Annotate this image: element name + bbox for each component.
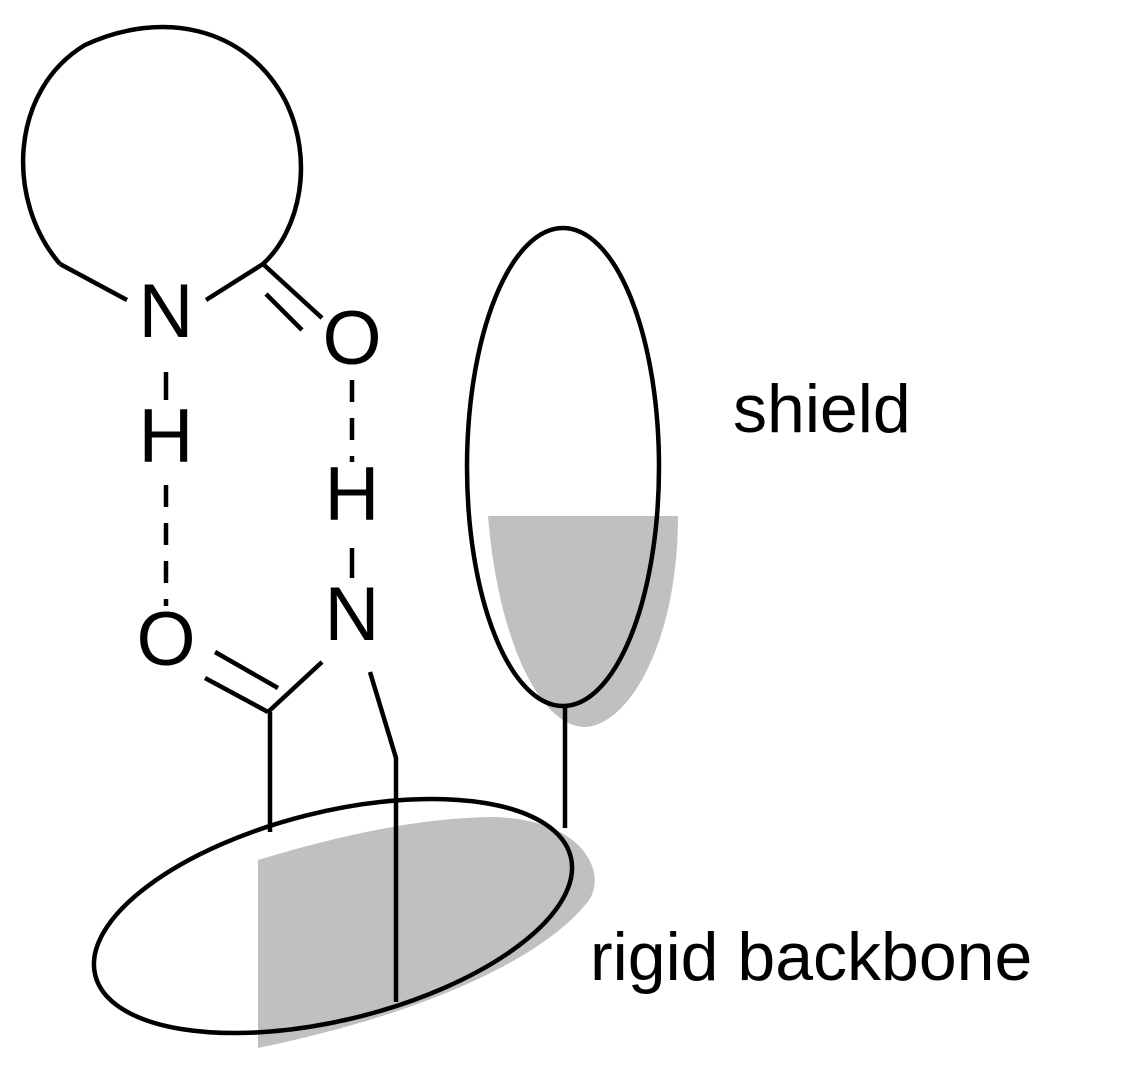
n-linker <box>367 671 399 1002</box>
atom-o-bottom: O <box>136 597 195 682</box>
shield-shading <box>488 516 678 727</box>
atom-n-top: N <box>139 269 194 354</box>
lower-carbonyl-double-bond-b <box>213 650 280 690</box>
atom-n-bottom: N <box>325 572 380 657</box>
atom-h-right: H <box>325 452 380 537</box>
backbone-label: rigid backbone <box>590 919 1032 995</box>
shield-label: shield <box>733 371 911 447</box>
carbonyl-to-n-bond <box>266 660 324 714</box>
atom-h-left: H <box>139 394 194 479</box>
backbone-shading <box>258 817 595 1048</box>
macrocycle-ring <box>21 24 304 266</box>
ring-to-n-bond <box>58 262 129 302</box>
carbonyl-double-bond-b <box>264 292 304 332</box>
n-to-carbonyl-bond <box>204 262 265 302</box>
atom-o-top: O <box>322 296 381 381</box>
lower-carbonyl-double-bond-a <box>203 676 270 714</box>
backbone-ellipse <box>91 796 575 1036</box>
carbonyl-double-bond-a <box>261 262 324 320</box>
